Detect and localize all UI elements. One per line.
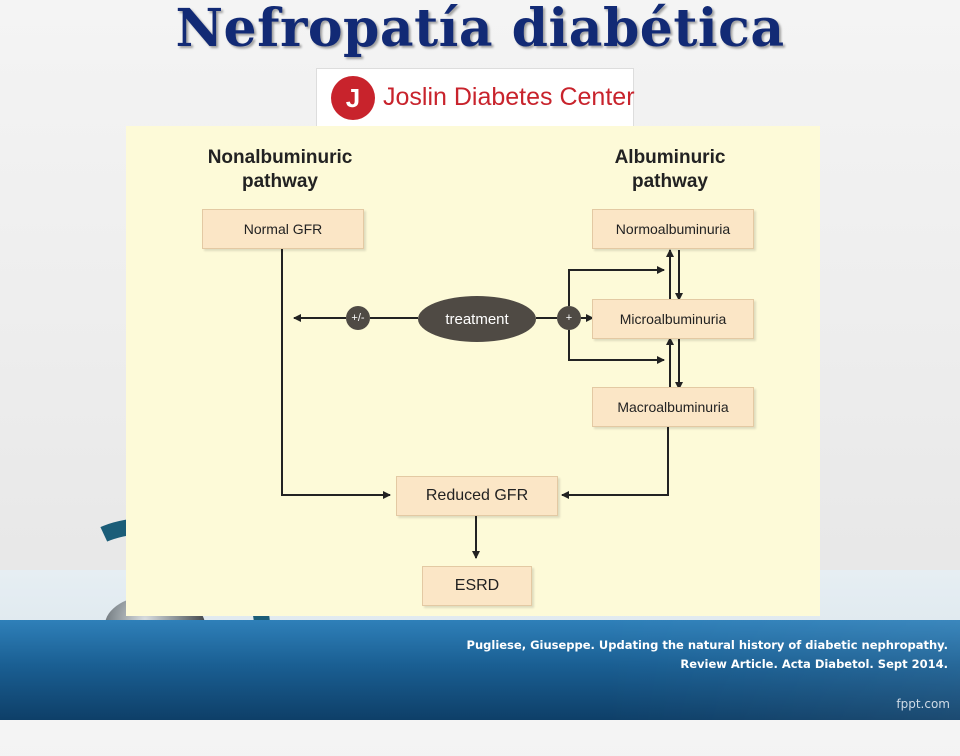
nonalbuminuric-heading-line2: pathway <box>241 171 319 192</box>
node-normal-gfr: Normal GFR <box>202 209 364 249</box>
arrow-macro-to-reduced <box>561 427 669 499</box>
diagram-connectors <box>281 249 683 559</box>
joslin-emblem-icon: J <box>331 76 375 120</box>
node-macroalbuminuria: Macroalbuminuria <box>592 387 754 427</box>
arrow-plus-to-micro-macro <box>568 330 665 364</box>
plus-circle: + <box>557 306 581 330</box>
arrow-normal-to-reduced <box>281 249 391 499</box>
joslin-logo: J Joslin Diabetes Center <box>316 68 635 128</box>
albuminuric-heading-line2: pathway <box>631 171 709 192</box>
albuminuric-heading-line1: Albuminuric <box>614 147 726 168</box>
logo-text: Joslin Diabetes Center <box>383 83 635 111</box>
citation-line-1: Pugliese, Giuseppe. Updating the natural… <box>466 638 948 652</box>
node-normoalbuminuria: Normoalbuminuria <box>592 209 754 249</box>
watermark: fppt.com <box>896 697 950 711</box>
plus-minus-circle: +/- <box>346 306 370 330</box>
footer-bar <box>0 620 960 720</box>
arrow-plus-to-normo-micro <box>568 266 665 306</box>
node-microalbuminuria: Microalbuminuria <box>592 299 754 339</box>
citation-line-2: Review Article. Acta Diabetol. Sept 2014… <box>680 657 948 671</box>
citation: Pugliese, Giuseppe. Updating the natural… <box>467 636 948 674</box>
nonalbuminuric-heading-line1: Nonalbuminuric <box>207 147 353 168</box>
treatment-ellipse: treatment <box>418 296 536 342</box>
albuminuric-heading: Albuminuric pathway <box>570 146 770 194</box>
node-reduced-gfr: Reduced GFR <box>396 476 558 516</box>
node-esrd: ESRD <box>422 566 532 606</box>
slide-title: Nefropatía diabética <box>175 0 785 59</box>
nonalbuminuric-heading: Nonalbuminuric pathway <box>180 146 380 194</box>
pathway-diagram: Nonalbuminuric pathway Albuminuric pathw… <box>126 126 820 616</box>
